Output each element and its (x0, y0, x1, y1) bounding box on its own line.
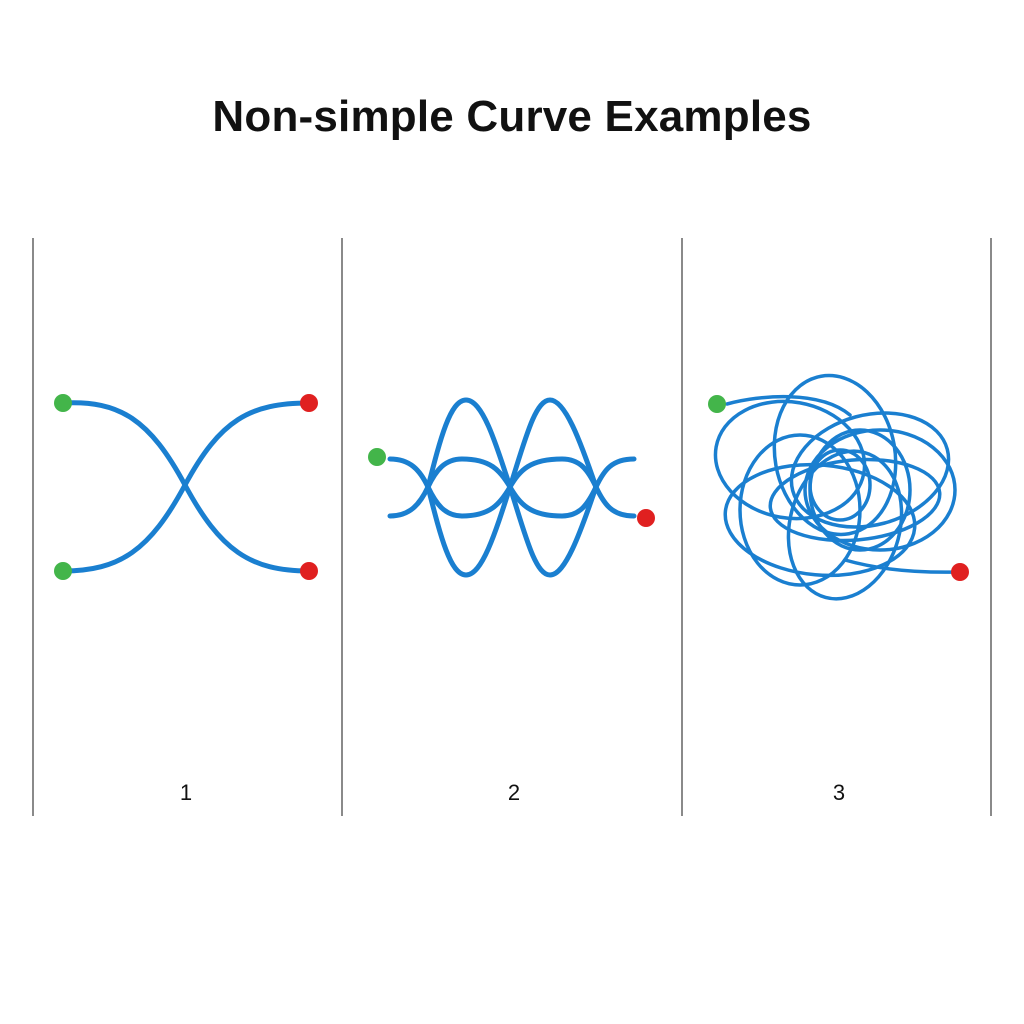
panel-1-curves (60, 400, 312, 574)
end-point-icon (300, 394, 318, 412)
panel-divider-right (990, 238, 992, 816)
panel-3-markers (708, 395, 969, 581)
panel-label-3: 3 (832, 780, 846, 805)
start-point-icon (54, 394, 72, 412)
panel-2-curves (387, 397, 637, 578)
panel-2-markers (368, 448, 655, 527)
panel-3-curves (713, 373, 962, 601)
panel-divider-left (32, 238, 34, 816)
start-point-icon (368, 448, 386, 466)
panel-label-1: 1 (179, 780, 193, 805)
panel-divider-2-3 (681, 238, 683, 816)
panel-divider-1-2 (341, 238, 343, 816)
curve-1b (60, 400, 312, 574)
end-point-icon (637, 509, 655, 527)
panel-label-2: 2 (507, 780, 521, 805)
end-point-icon (300, 562, 318, 580)
start-point-icon (708, 395, 726, 413)
start-point-icon (54, 562, 72, 580)
page-title: Non-simple Curve Examples (212, 92, 812, 141)
panel-1-markers (54, 394, 318, 580)
end-point-icon (951, 563, 969, 581)
